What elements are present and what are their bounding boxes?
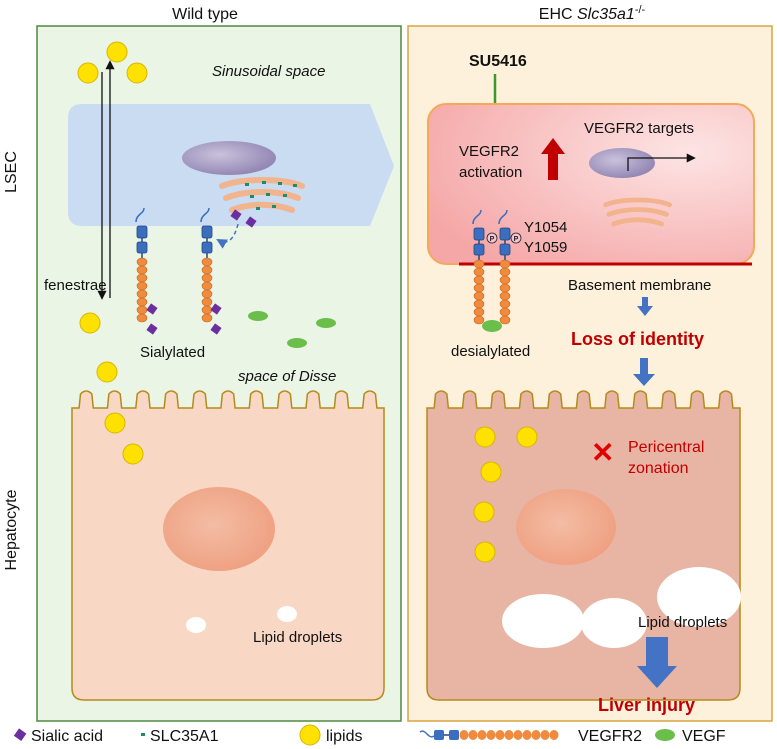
loss-of-identity-label: Loss of identity [571, 329, 704, 349]
sialic-acid-golgi-2 [245, 216, 257, 228]
activation-up-arrow [541, 138, 565, 180]
legend-vegfr2-chain-bead [531, 730, 541, 740]
left-panel-title: Wild type [172, 6, 238, 23]
phospho-circle-1 [486, 232, 498, 244]
lipid-droplets-ko [502, 567, 741, 648]
vegfr2-activation-line1: VEGFR2 [459, 143, 519, 160]
lipids-hepatocyte-right [473, 426, 538, 563]
cross-mark: ✕ [591, 437, 614, 468]
legend-vegf: VEGF [682, 728, 726, 745]
liver-injury-label: Liver injury [598, 695, 695, 715]
legend-vegfr2-chain-bead [486, 730, 496, 740]
legend-vegfr2-chain-bead [468, 730, 478, 740]
lipid-droplets-label-left: Lipid droplets [253, 629, 342, 646]
vegf-left [248, 311, 336, 348]
phospho-circle-2 [510, 232, 522, 244]
legend-vegfr2-chain-bead [477, 730, 487, 740]
sialic-acid-golgi [230, 209, 242, 221]
vegfr2-activation-line2: activation [459, 164, 522, 181]
lsec-side-label: LSEC [3, 151, 20, 193]
pericentral-line1: Pericentral [628, 439, 704, 456]
lipids-middle-left [79, 312, 118, 383]
legend-vegfr2-chain-bead [495, 730, 505, 740]
legend-slc35a1: SLC35A1 [150, 728, 219, 745]
pericentral-line2: zonation [628, 460, 689, 477]
legend-vegfr2-chain-bead [522, 730, 532, 740]
flow-arrow-1 [637, 297, 653, 316]
legend: Sialic acid SLC35A1 lipids VEGFR2 VEGF [13, 724, 726, 746]
sialylated-label: Sialylated [140, 344, 205, 361]
y1054-label: Y1054 [524, 219, 567, 236]
legend-vegf-swatch [655, 729, 675, 741]
lipids-top [77, 41, 148, 84]
su5416-label: SU5416 [469, 53, 527, 70]
legend-vegfr2-chain-bead [549, 730, 559, 740]
legend-lipids-swatch [299, 724, 321, 746]
legend-slc35a1-swatch [141, 733, 145, 736]
basement-membrane-label: Basement membrane [568, 277, 711, 294]
sialic-acid-receptors [146, 303, 222, 335]
sinusoidal-space-label: Sinusoidal space [212, 63, 325, 80]
phospho-mark-2: P [514, 236, 519, 243]
legend-lipids: lipids [326, 728, 362, 745]
lsec-nucleus-ko [589, 148, 655, 178]
legend-vegfr2-swatch [419, 730, 559, 740]
legend-sialic-acid-swatch [13, 728, 27, 741]
vegf-bound [482, 320, 502, 332]
legend-vegfr2: VEGFR2 [578, 728, 642, 745]
space-of-disse-label: space of Disse [238, 368, 336, 385]
desialylated-label: desialylated [451, 343, 530, 360]
lsec-nucleus [182, 141, 276, 175]
y1059-label: Y1059 [524, 239, 567, 256]
lipid-droplets-wt [186, 606, 297, 633]
phospho-mark-1: P [490, 236, 495, 243]
lipid-droplets-label-right: Lipid droplets [638, 614, 727, 631]
legend-vegfr2-chain-bead [504, 730, 514, 740]
transfer-arrow [216, 223, 239, 249]
transcription-arrow [627, 153, 696, 171]
legend-vegfr2-chain-bead [540, 730, 550, 740]
hepatocyte-nucleus-wt [163, 487, 275, 571]
slc35a1-dots-golgi [245, 181, 297, 210]
flow-arrow-2 [633, 358, 655, 386]
hepatocyte-side-label: Hepatocyte [3, 489, 20, 570]
hepatocyte-nucleus-ko [516, 489, 616, 565]
legend-vegfr2-chain-bead [459, 730, 469, 740]
lipids-hepatocyte-left [104, 412, 144, 465]
flow-arrow-3 [637, 637, 677, 688]
right-panel-title: EHC Slc35a1-/- [539, 4, 646, 23]
vegfr2-targets-label: VEGFR2 targets [584, 120, 694, 137]
legend-sialic-acid: Sialic acid [31, 728, 103, 745]
fenestrae-label: fenestrae [44, 277, 107, 294]
legend-vegfr2-chain-bead [513, 730, 523, 740]
